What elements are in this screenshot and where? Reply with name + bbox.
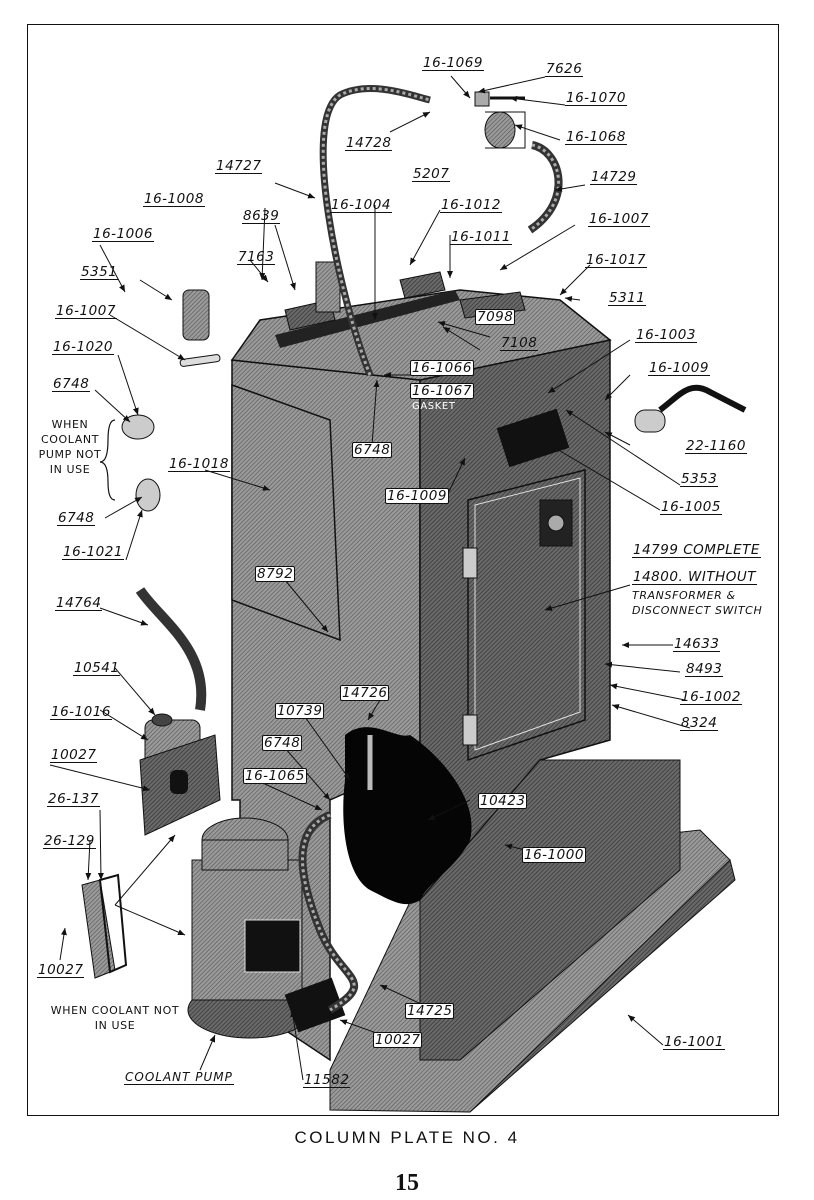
part-label-26-129: 26-129 [43, 833, 96, 849]
part-label-16-1021: 16-1021 [62, 544, 124, 560]
reservoir-16-1016 [139, 713, 221, 836]
part-label-7626: 7626 [545, 61, 584, 77]
cutaway-opening-10423 [343, 727, 472, 905]
part-label-14764: 14764 [55, 595, 103, 611]
hose-14725 [298, 811, 359, 1014]
side-cover-16-1018 [231, 383, 341, 642]
part-label-7098: 7098 [475, 309, 516, 325]
part-label-14799-complete: 14799 COMPLETE [632, 542, 761, 558]
part-label-5311: 5311 [608, 290, 647, 306]
part-label-16-1065: 16-1065 [243, 768, 307, 784]
part-label-8493: 8493 [685, 661, 724, 677]
crank-22-1160 [634, 409, 666, 433]
part-label-14729: 14729 [590, 169, 638, 185]
part-label-6748-center: 6748 [352, 442, 393, 458]
part-label-10027-bottom: 10027 [373, 1032, 423, 1048]
hose-14729 [527, 141, 563, 234]
part-label-6748-b: 6748 [57, 510, 96, 526]
part-label-6748-a: 6748 [52, 376, 91, 392]
part-label-5353: 5353 [680, 471, 719, 487]
electrical-door-14799 [462, 469, 586, 762]
part-label-10541: 10541 [73, 660, 121, 676]
part-label-10423: 10423 [478, 793, 528, 809]
pin-16-1007 [179, 354, 221, 367]
part-label-16-1007-left: 16-1007 [55, 303, 117, 319]
part-label-16-1005: 16-1005 [660, 499, 722, 515]
part-label-8792: 8792 [255, 566, 296, 582]
plate-frame [27, 24, 779, 1116]
part-label-16-1003: 16-1003 [635, 327, 697, 343]
part-label-7163: 7163 [237, 249, 276, 265]
part-label-5351: 5351 [80, 264, 119, 280]
part-label-14725: 14725 [405, 1003, 455, 1019]
part-label-16-1017: 16-1017 [585, 252, 647, 268]
part-label-14728: 14728 [345, 135, 393, 151]
part-label-26-137: 26-137 [47, 791, 100, 807]
part-label-16-1000: 16-1000 [522, 847, 586, 863]
part-label-16-1001: 16-1001 [663, 1034, 725, 1050]
part-label-8639: 8639 [242, 208, 281, 224]
part-label-16-1016: 16-1016 [50, 704, 112, 720]
part-label-10027-screw: 10027 [37, 962, 85, 978]
leader-lines [49, 75, 691, 1081]
part-label-16-1068: 16-1068 [565, 129, 627, 145]
part-label-16-1069: 16-1069 [422, 55, 484, 71]
part-label-14800-without: 14800. WITHOUT [632, 569, 758, 585]
part-label-14633: 14633 [673, 636, 721, 652]
coolant-pump [187, 817, 346, 1039]
part-label-16-1004: 16-1004 [330, 197, 392, 213]
part-label-16-1018: 16-1018 [168, 456, 230, 472]
part-label-14726: 14726 [340, 685, 390, 701]
part-label-16-1020: 16-1020 [52, 339, 114, 355]
nozzle-bracket-16-1068 [474, 91, 526, 149]
hose-14764 [135, 587, 207, 711]
part-label-16-1067: 16-1067 [410, 383, 474, 399]
plate-caption: COLUMN PLATE NO. 4 [294, 1128, 520, 1147]
part-label-coolant-pump: COOLANT PUMP [124, 1070, 234, 1085]
part-label-22-1160: 22-1160 [685, 438, 747, 454]
page-number: 15 [395, 1170, 419, 1196]
part-label-5207: 5207 [412, 166, 451, 182]
part-label-11582: 11582 [303, 1072, 351, 1088]
part-label-10739: 10739 [275, 703, 325, 719]
part-label-10027-left: 10027 [50, 747, 98, 763]
part-note-14800: TRANSFORMER & DISCONNECT SWITCH [632, 589, 763, 617]
part-label-7108: 7108 [500, 335, 539, 351]
part-label-14727: 14727 [215, 158, 263, 174]
nameplate-16-1005 [496, 408, 570, 468]
part-label-16-1007-top: 16-1007 [588, 211, 650, 227]
part-label-16-1009-front: 16-1009 [385, 488, 449, 504]
part-label-16-1008: 16-1008 [143, 191, 205, 207]
block-16-1006 [182, 289, 210, 341]
note-coolant-not-in-use: WHEN COOLANT NOT IN USE [50, 1004, 180, 1032]
gasket-26-137 [98, 873, 128, 974]
plug-cap-16-1021 [135, 478, 161, 512]
part-label-6748-pump: 6748 [262, 735, 303, 751]
part-label-16-1012: 16-1012 [440, 197, 502, 213]
part-label-16-1006: 16-1006 [92, 226, 154, 242]
part-label-16-1009-right: 16-1009 [648, 360, 710, 376]
gasket-note: GASKET [412, 401, 456, 412]
part-label-16-1066: 16-1066 [410, 360, 474, 376]
part-label-16-1011: 16-1011 [450, 229, 512, 245]
part-label-16-1070: 16-1070 [565, 90, 627, 106]
part-label-16-1002: 16-1002 [680, 689, 742, 705]
part-label-8324: 8324 [680, 715, 719, 731]
note-pump-not-in-use: WHEN COOLANT PUMP NOT IN USE [38, 418, 102, 476]
